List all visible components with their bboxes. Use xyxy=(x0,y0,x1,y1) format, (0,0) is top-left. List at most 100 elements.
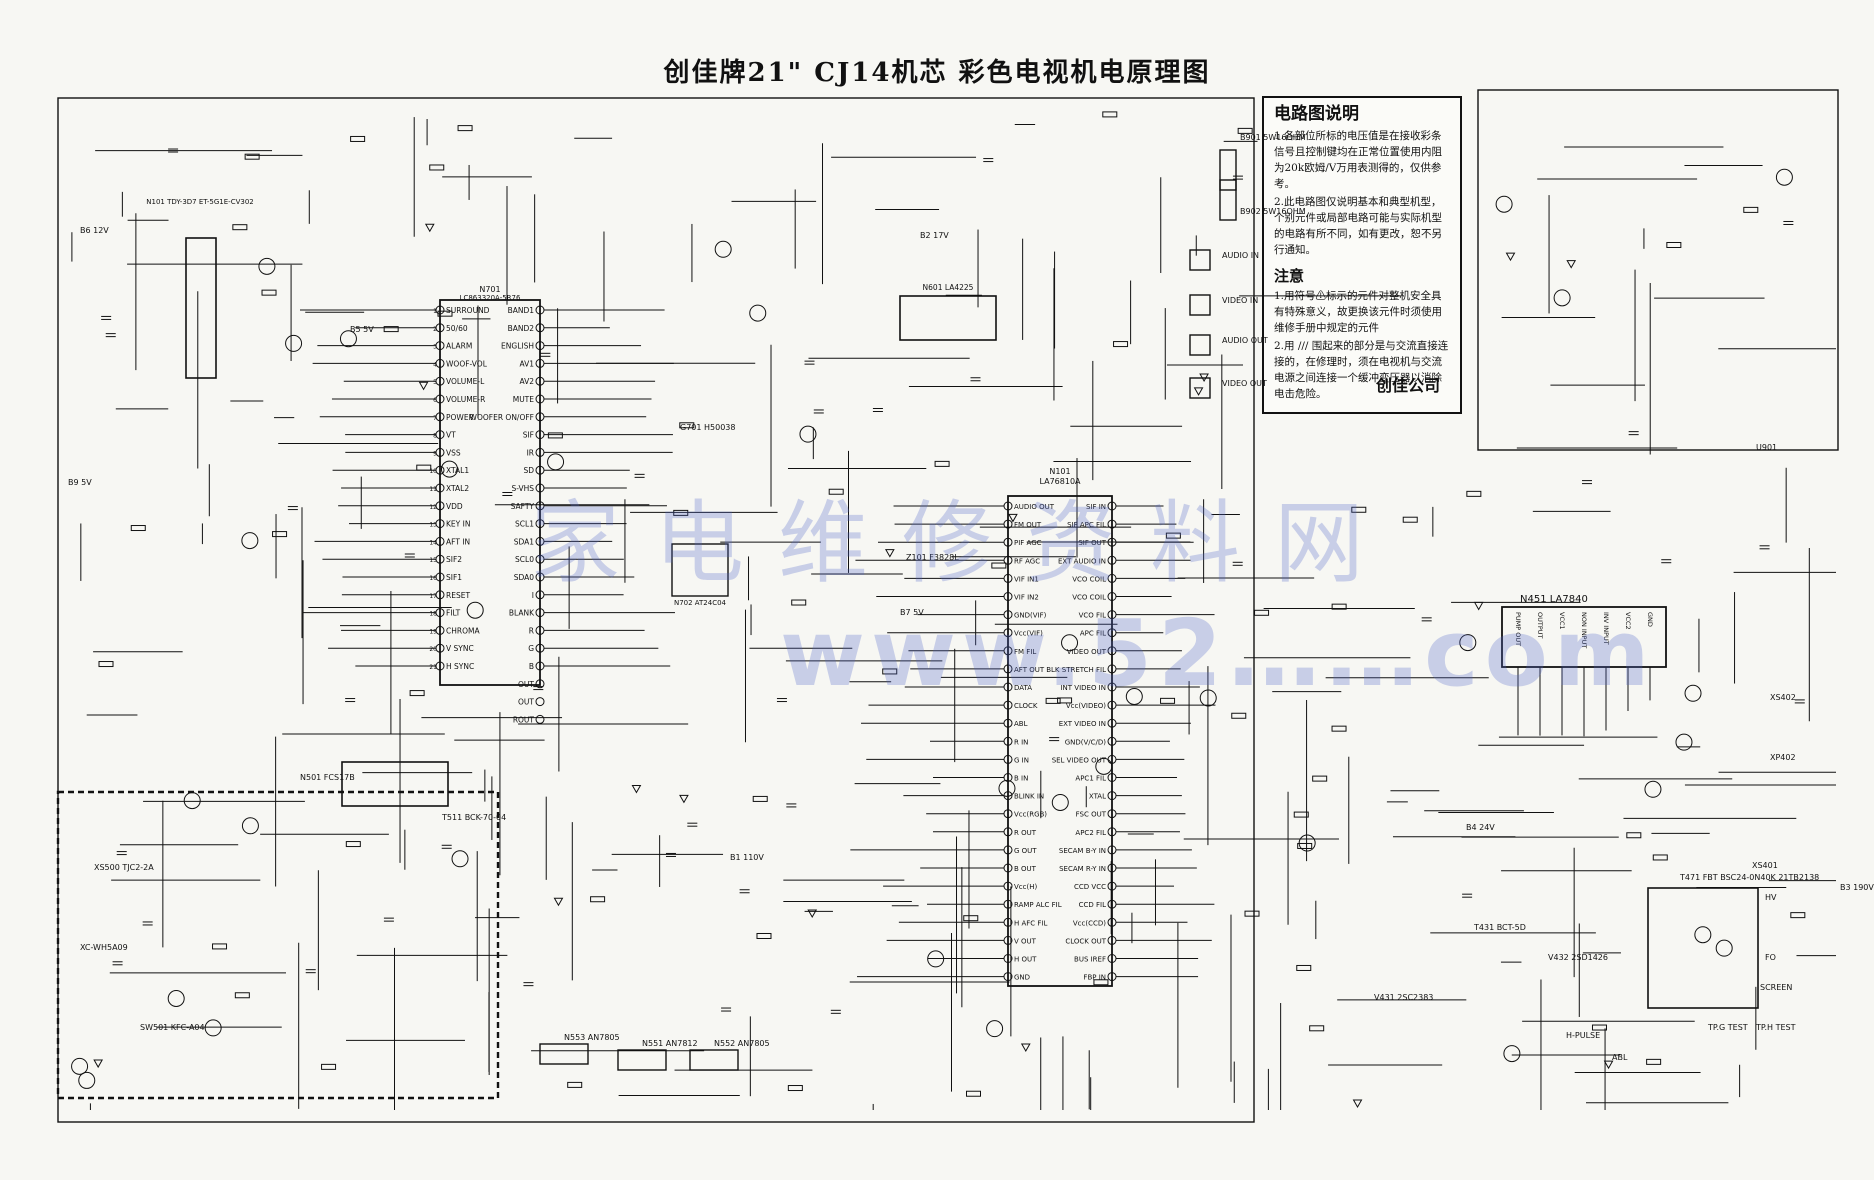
cpu-pin xyxy=(535,394,545,404)
tv-ic-pin-label: Vcc(CCD) xyxy=(1073,919,1106,927)
diode-symbol xyxy=(1193,387,1204,396)
transistor-symbol xyxy=(204,1019,222,1037)
resistor-symbol xyxy=(457,125,473,132)
cpu-pin-number: 20 xyxy=(429,646,437,653)
caution-heading: 注意 xyxy=(1274,267,1305,285)
resistor-symbol xyxy=(383,326,399,333)
tv-ic-pin-label: AFT OUT xyxy=(1014,666,1045,674)
la7840-pin-label: VCC2 xyxy=(1624,612,1632,630)
resistor-symbol xyxy=(1254,609,1270,616)
cpu-pin xyxy=(435,519,445,529)
resistor-symbol xyxy=(1102,111,1118,118)
component-label: H-PULSE xyxy=(1566,1031,1600,1040)
cpu-pin xyxy=(435,358,445,368)
transistor-symbol xyxy=(167,989,185,1007)
tv-ic-pin xyxy=(1003,573,1013,583)
cpu-pin-number: 17 xyxy=(429,593,437,600)
cpu-pin xyxy=(435,341,445,351)
component-label: XC-WH5A09 xyxy=(80,943,128,952)
component-label: Z101 F3828L xyxy=(906,553,959,562)
cpu-pin-label: OUT xyxy=(518,680,534,689)
tv-ic-pin xyxy=(1003,628,1013,638)
tv-ic-pin-label: FSC OUT xyxy=(1076,811,1107,819)
diode-symbol xyxy=(1505,252,1516,262)
cpu-pin-label: WOOF-VOL xyxy=(446,359,488,368)
transistor-symbol xyxy=(285,334,303,352)
tuner-label: N101 TDY-3D7 ET-5G1E-CV302 xyxy=(146,198,254,206)
cpu-pin-label: ENGLISH xyxy=(501,342,534,351)
resistor-symbol xyxy=(1113,341,1129,348)
transistor-symbol xyxy=(1125,687,1143,705)
cpu-pin-number: 16 xyxy=(429,575,437,582)
cpu-pin xyxy=(535,358,545,368)
cpu-pin xyxy=(535,714,545,724)
component-label: U901 xyxy=(1756,443,1777,452)
cpu-pin xyxy=(435,323,445,333)
tv-ic-pin-label: AUDIO OUT xyxy=(1014,503,1055,511)
tv-ic-pin-label: SECAM B-Y IN xyxy=(1059,847,1106,855)
component-label: XS500 TJC2-2A xyxy=(94,863,154,872)
cpu-pin xyxy=(435,305,445,315)
tv-ic-pin xyxy=(1003,863,1013,873)
cpu-pin xyxy=(535,572,545,582)
cpu-pin xyxy=(435,430,445,440)
tv-ic-pin-label: BLK STRETCH FIL xyxy=(1046,666,1106,674)
component-label: V431 2SC2383 xyxy=(1374,993,1433,1002)
notes-heading: 电路图说明 xyxy=(1274,104,1359,124)
cpu-pin-number: 8 xyxy=(433,433,437,440)
component-label: VIDEO IN xyxy=(1222,296,1258,305)
cpu-pin-label: V SYNC xyxy=(446,644,474,653)
component-label: T511 BCK-70-04 xyxy=(441,813,506,822)
tv-ic-pin-label: VCO COIL xyxy=(1072,594,1106,602)
tv-ic-pin xyxy=(1107,899,1117,909)
resistor-symbol xyxy=(1297,842,1313,849)
cpu-pin-label: XTAL2 xyxy=(446,484,469,493)
component-label: N501 FCS17B xyxy=(300,773,355,782)
transistor-symbol xyxy=(466,601,484,619)
component-label: V432 2SD1426 xyxy=(1548,953,1608,962)
resistor-symbol xyxy=(756,932,772,939)
transistor-symbol xyxy=(1051,793,1069,811)
tv-ic-ref: N101 xyxy=(1049,467,1070,476)
cpu-pin-number: 14 xyxy=(429,539,437,546)
la7840-pin-label: PUMP OUT xyxy=(1514,612,1522,646)
tv-ic-pin-label: Vcc(VIF) xyxy=(1014,630,1043,638)
tv-ic-pin xyxy=(1107,791,1117,801)
component-label: B3 190V xyxy=(1840,883,1874,892)
tv-ic-pin xyxy=(1107,881,1117,891)
component-label: B902 5W16OHM xyxy=(1240,207,1306,216)
tv-ic-pin xyxy=(1107,664,1117,674)
resistor-symbol xyxy=(1666,241,1682,248)
component-label: N552 AN7805 xyxy=(714,1039,770,1048)
cpu-pin-label: SDA1 xyxy=(514,537,535,546)
resistor-symbol xyxy=(1591,1024,1607,1031)
resistor-symbol xyxy=(1312,775,1328,782)
resistor-symbol xyxy=(1402,516,1418,523)
cpu-pin xyxy=(535,679,545,689)
cpu-pin-number: 5 xyxy=(433,379,437,386)
tv-ic-pin xyxy=(1003,610,1013,620)
tv-ic-pin xyxy=(1003,827,1013,837)
cpu-pin xyxy=(435,536,445,546)
tv-ic-pin xyxy=(1003,809,1013,819)
tv-ic-pin-label: SIF OUT xyxy=(1078,539,1106,547)
cpu-pin xyxy=(535,341,545,351)
tv-ic-pin-label: FBP IN xyxy=(1083,974,1106,982)
tv-ic-pin-label: RAMP ALC FIL xyxy=(1014,901,1062,909)
tv-ic-pin xyxy=(1107,592,1117,601)
la7840-pin-label: OUTPUT xyxy=(1536,612,1544,639)
cpu-pin xyxy=(435,572,445,582)
cpu-pin xyxy=(535,590,545,600)
cpu-pin xyxy=(435,412,445,422)
cpu-pin-label: CHROMA xyxy=(446,626,480,635)
cpu-pin xyxy=(435,554,445,564)
cpu-pin-label: AFT IN xyxy=(446,537,470,546)
page-title: 创佳牌21" CJ14机芯 彩色电视机电原理图 xyxy=(663,58,1211,88)
resistor-symbol xyxy=(787,1085,803,1092)
resistor-symbol xyxy=(567,1081,583,1088)
resistor-symbol xyxy=(1652,854,1668,861)
resistor-symbol xyxy=(1296,964,1312,971)
cpu-pin-label: BAND2 xyxy=(508,324,535,333)
transistor-symbol xyxy=(339,330,357,348)
